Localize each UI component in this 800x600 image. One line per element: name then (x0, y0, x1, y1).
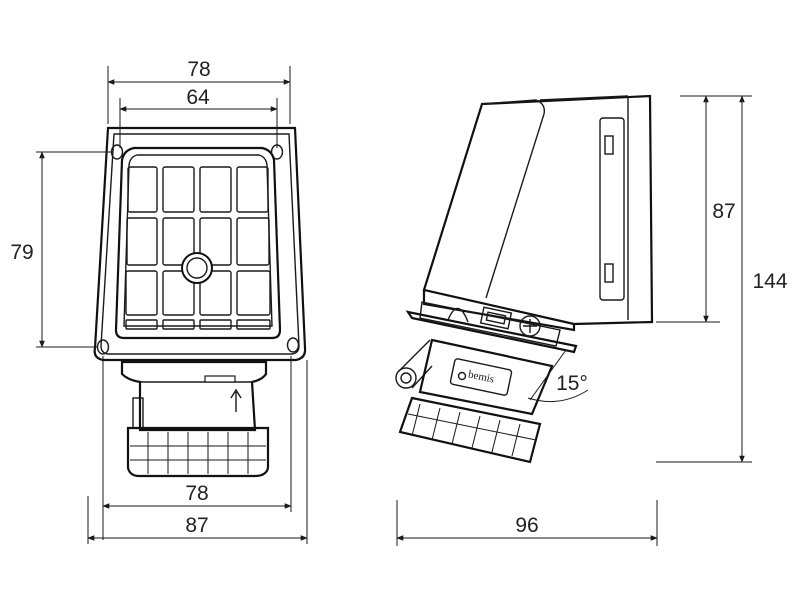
socket-side-slot (132, 397, 144, 429)
dim-side-total-height: 144 (752, 270, 787, 293)
collar-ribs (130, 432, 266, 474)
side-view: bemis 15° (395, 94, 654, 464)
side-top-face (481, 99, 546, 299)
mount-hole-bottom-right (286, 337, 300, 353)
cable-gland-arc (447, 307, 469, 323)
side-back-housing (422, 94, 654, 326)
dim-total-width: 87 (185, 514, 208, 537)
brand-label-box (449, 358, 513, 396)
front-plate-inner (100, 133, 300, 355)
dim-bottom-width: 78 (185, 482, 208, 505)
side-latch-bottom (604, 263, 614, 283)
dim-hole-vertical: 79 (10, 241, 33, 264)
side-flange (405, 310, 578, 354)
front-cover (114, 146, 282, 340)
front-dimensions: 78 64 79 78 87 (10, 58, 308, 544)
side-latch-panel (599, 117, 625, 301)
dim-side-depth: 96 (515, 514, 538, 537)
socket-collar (126, 426, 270, 478)
front-mounting-plate (93, 126, 307, 362)
hinge-lug (395, 367, 417, 389)
side-flange-body (419, 301, 561, 347)
angle-arc (527, 389, 589, 403)
socket-tab (204, 375, 236, 383)
side-collar-ribs (407, 403, 537, 457)
arrow-up-icon (230, 388, 242, 412)
front-cover-inner (123, 154, 273, 327)
dim-tilt-angle: 15° (556, 372, 588, 395)
side-screw-icon (519, 315, 541, 337)
side-dimensions: 96 87 144 (396, 95, 788, 546)
socket-body (120, 360, 268, 432)
dim-hole-spacing: 64 (186, 86, 210, 109)
center-screw-inner (186, 257, 208, 279)
side-rect-window (479, 306, 513, 330)
dim-top-width: 78 (187, 58, 210, 81)
side-collar (398, 396, 542, 464)
dim-side-height-upper: 87 (712, 200, 735, 223)
side-latch-top (604, 135, 614, 155)
brand-logo-icon (457, 371, 467, 381)
side-socket-body (418, 338, 554, 416)
brand-label: bemis (467, 368, 495, 385)
cover-grid (125, 166, 271, 330)
front-view (93, 126, 307, 478)
